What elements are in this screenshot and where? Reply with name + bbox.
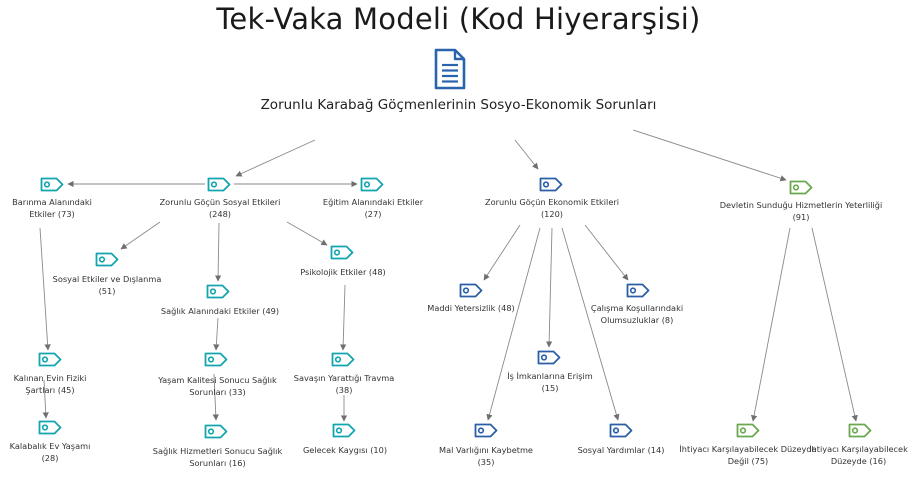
node-label-devlet: Devletin Sunduğu Hizmetlerin Yeterliliği… [719, 200, 883, 222]
code-tag-icon [360, 177, 384, 192]
node-label-sosyal-yardim: Sosyal Yardımlar (14) [577, 445, 665, 455]
code-tag-icon [40, 177, 64, 192]
code-tag-icon [459, 283, 483, 298]
edge-ekonomik-to-mal-varligi [486, 227, 541, 421]
node-label-saglik: Sağlık Alanındaki Etkiler (49) [160, 306, 280, 316]
code-tag-icon [474, 423, 498, 438]
node-label-barinma: Barınma Alanındaki Etkiler (73) [12, 197, 92, 219]
node-label-kalabalik: Kalabalık Ev Yaşamı (28) [9, 441, 91, 463]
edge-ekonomik-to-calisma [584, 224, 629, 281]
node-label-yasam-kalitesi: Yaşam Kalitesi Sonucu Sağlık Sorunları (… [158, 375, 277, 397]
diagram-title: Tek-Vaka Modeli (Kod Hiyerarşisi) [216, 2, 701, 36]
edge-ekonomik-to-is-imkan [545, 227, 553, 348]
node-label-maddi: Maddi Yetersizlik (48) [427, 303, 515, 313]
node-label-sosyal-dislanma: Sosyal Etkiler ve Dışlanma (51) [52, 274, 162, 296]
code-tag-icon [736, 423, 760, 438]
node-label-ekonomik: Zorunlu Göçün Ekonomik Etkileri (120) [484, 197, 620, 219]
node-label-calisma: Çalışma Koşullarındaki Olumsuzluklar (8) [590, 303, 684, 325]
code-tag-icon [38, 352, 62, 367]
code-tag-icon [330, 245, 354, 260]
node-label-egitim: Eğitim Alanındaki Etkiler (27) [322, 197, 424, 219]
root-node-label: Zorunlu Karabağ Göçmenlerinin Sosyo-Ekon… [260, 97, 657, 113]
edge-saglik-to-yasam-kalitesi [213, 317, 220, 351]
node-label-saglik-hizmetleri: Sağlık Hizmetleri Sonucu Sağlık Sorunlar… [152, 446, 283, 468]
code-tag-icon [204, 352, 228, 367]
node-label-psikolojik: Psikolojik Etkiler (48) [300, 267, 386, 277]
node-label-is-imkan: İş İmkanlarına Erişim (15) [507, 371, 593, 393]
document-icon [434, 48, 466, 90]
code-tag-icon [95, 252, 119, 267]
edge-ekonomik-to-sosyal-yardim [561, 227, 620, 421]
node-label-sosyal: Zorunlu Göçün Sosyal Etkileri (248) [159, 197, 281, 219]
code-tag-icon [331, 352, 355, 367]
edge-root-to-ekonomik [514, 139, 539, 170]
code-tag-icon [332, 423, 356, 438]
edge-sosyal-to-psikolojik [286, 221, 328, 246]
code-tag-icon [207, 177, 231, 192]
node-label-travma: Savaşın Yarattığı Travma (38) [293, 373, 395, 395]
edge-root-to-devlet [632, 129, 787, 182]
node-label-kalinan-ev: Kalınan Evin Fiziki Şartları (45) [13, 373, 87, 395]
code-tag-icon [848, 423, 872, 438]
edge-devlet-to-degil [750, 227, 791, 422]
code-tag-icon [609, 423, 633, 438]
edge-barinma-to-kalinan-ev [39, 227, 51, 351]
edge-kalinan-ev-to-kalabalik [42, 379, 49, 419]
edge-ekonomik-to-maddi [483, 224, 521, 281]
code-tag-icon [539, 177, 563, 192]
code-tag-icon [206, 284, 230, 299]
code-tag-icon [204, 424, 228, 439]
node-label-mal-varligi: Mal Varlığını Kaybetme (35) [439, 445, 533, 467]
node-label-gelecek: Gelecek Kaygısı (10) [302, 445, 388, 455]
node-label-degil: İhtiyacı Karşılayabilecek Düzeyde Değil … [679, 444, 817, 466]
edge-sosyal-to-sosyal-dislanma [120, 221, 161, 250]
edge-psikolojik-to-travma [340, 284, 347, 351]
code-tag-icon [38, 420, 62, 435]
code-tag-icon [626, 283, 650, 298]
edge-root-to-sosyal [235, 139, 316, 177]
node-label-duzeyde: İhtiyacı Karşılayabilecek Düzeyde (16) [809, 444, 908, 466]
code-tag-icon [537, 350, 561, 365]
edge-sosyal-to-saglik [214, 222, 222, 282]
code-tag-icon [789, 180, 813, 195]
edge-yasam-kalitesi-to-saglik-hizmetleri [212, 373, 219, 421]
edge-devlet-to-duzeyde [811, 227, 858, 422]
